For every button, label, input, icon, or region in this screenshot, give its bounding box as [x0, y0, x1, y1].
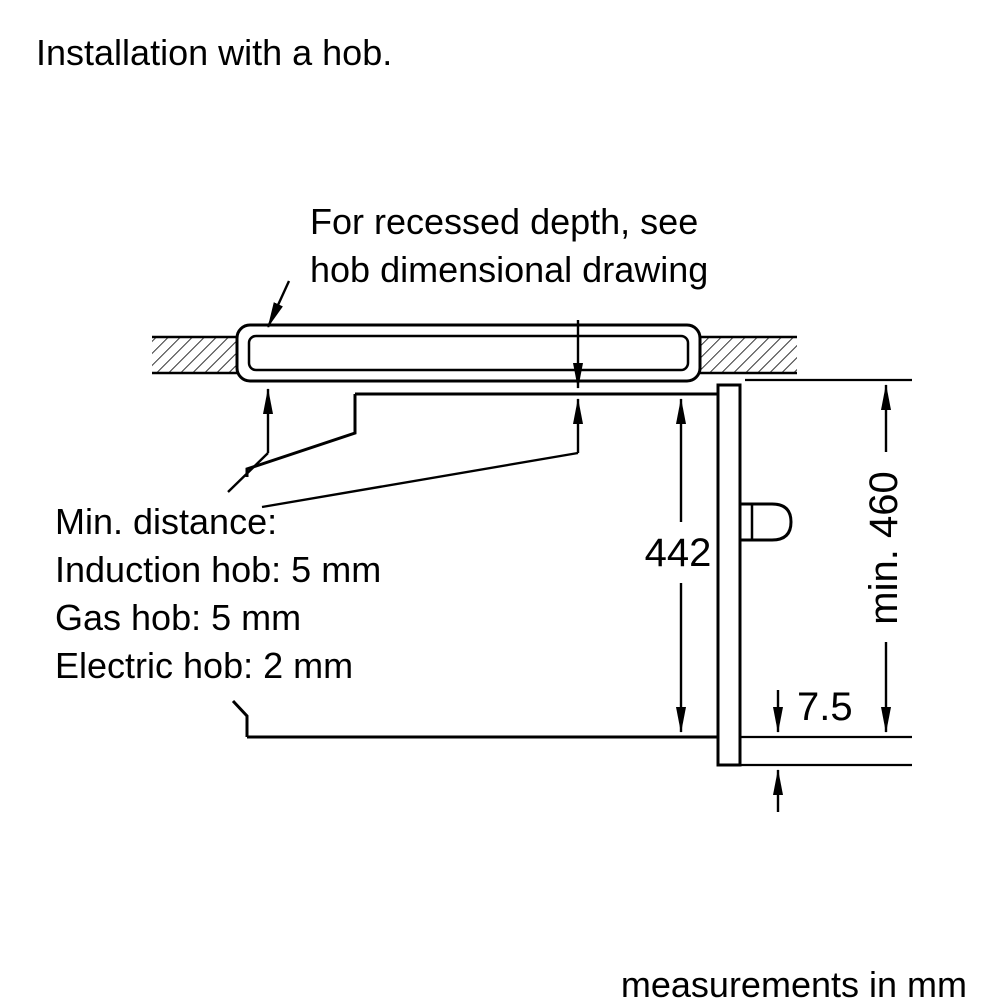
min-distance-item-induction: Induction hob: 5 mm: [55, 549, 382, 590]
min-distance-arrows: [227, 388, 583, 509]
extension-lines: [740, 378, 912, 767]
oven-handle: [738, 502, 793, 542]
footer-note: measurements in mm: [620, 964, 967, 1005]
hob-cross-section: [235, 323, 702, 383]
min-distance-item-electric: Electric hob: 2 mm: [55, 645, 354, 686]
dimension-min460-label: min. 460: [862, 471, 906, 625]
recessed-depth-arrows: [266, 280, 583, 389]
oven-cross-section: [231, 383, 793, 767]
page-title: Installation with a hob.: [36, 32, 393, 73]
dimension-442-label: 442: [644, 531, 712, 575]
min-distance-block: Min. distance: Induction hob: 5 mm Gas h…: [55, 501, 381, 693]
annotation-line-2: hob dimensional drawing: [310, 249, 709, 290]
counter-hatch-left: [152, 335, 250, 375]
oven-front-panel: [716, 383, 742, 767]
min-distance-heading: Min. distance:: [55, 501, 278, 542]
annotation-line-1: For recessed depth, see: [310, 201, 699, 242]
dimension-7-5-label: 7.5: [797, 685, 853, 729]
counter-hatch-right: [685, 335, 797, 375]
min-distance-item-gas: Gas hob: 5 mm: [55, 597, 302, 638]
